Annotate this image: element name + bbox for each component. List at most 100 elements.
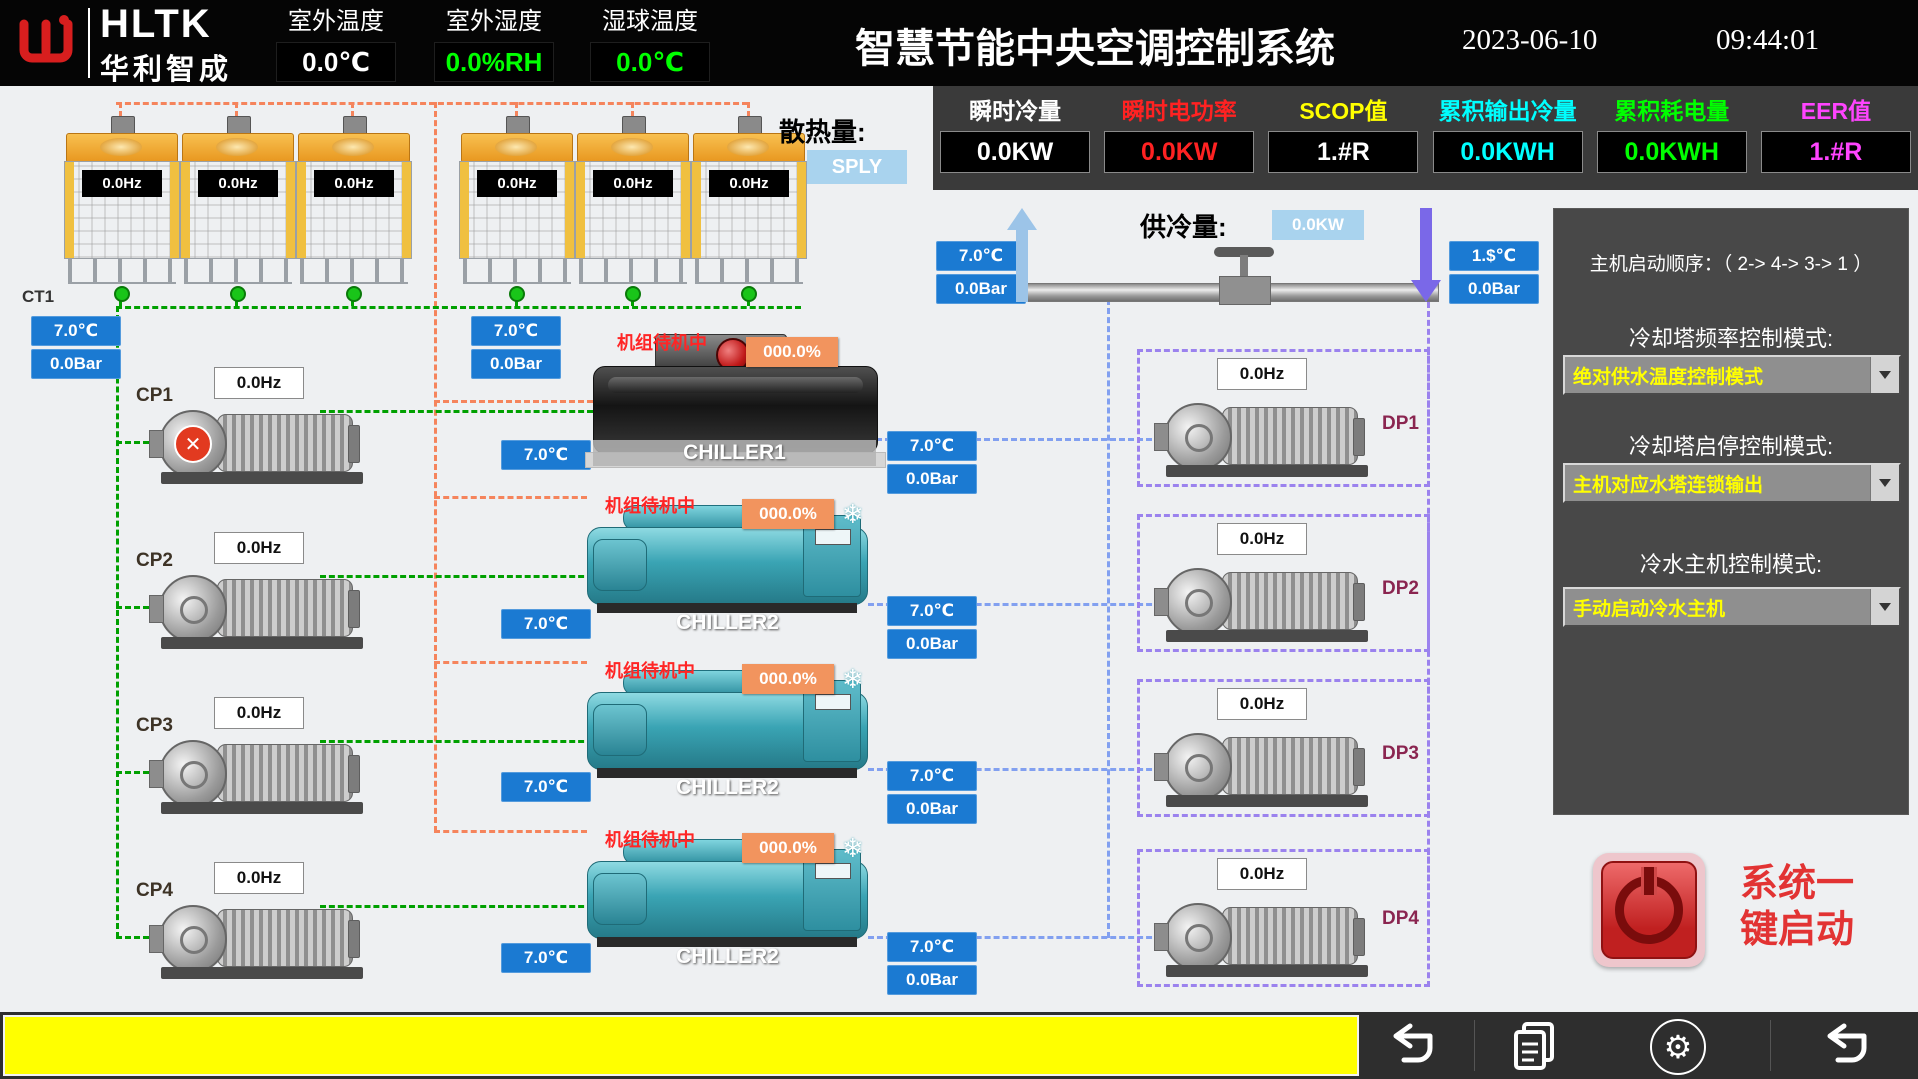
chiller-3[interactable]: CHILLER2	[587, 670, 868, 820]
chiller-outlet-pressure: 0.0Bar	[887, 629, 977, 659]
stat-label: 累积输出冷量	[1438, 98, 1577, 124]
tower-legs	[463, 258, 571, 284]
system-start-button[interactable]	[1593, 853, 1705, 967]
chilled-pump-dp4[interactable]	[1154, 891, 1374, 979]
tower-legs	[300, 258, 408, 284]
return-button[interactable]	[1812, 1022, 1870, 1071]
stat-label: 累积耗电量	[1614, 98, 1730, 124]
tower-frequency-mode-select[interactable]: 绝对供水温度控制模式	[1563, 355, 1901, 395]
tower-body: 0.0Hz	[180, 161, 296, 259]
chiller-outlet-pressure: 0.0Bar	[887, 464, 977, 494]
stat-total-energy: 累积耗电量 0.0KWH	[1590, 86, 1754, 190]
chw-return-pressure: 0.0Bar	[1449, 274, 1539, 304]
chiller-1[interactable]	[593, 366, 878, 454]
valve-body[interactable]	[1219, 276, 1271, 305]
pressure-sensor: 0.0Bar	[471, 349, 561, 379]
pump-label: DP1	[1382, 413, 1419, 434]
cooling-pump-cp1[interactable]: ✕	[149, 398, 369, 486]
tower-body: 0.0Hz	[459, 161, 575, 259]
chiller-status: 机组待机中	[605, 661, 695, 681]
pipe-pump-suction	[116, 606, 176, 609]
kpi-stats-bar: 瞬时冷量 0.0KW 瞬时电功率 0.0KW SCOP值 1.#R 累积输出冷量…	[933, 86, 1918, 190]
chilled-pump-dp1[interactable]	[1154, 391, 1374, 479]
dropdown-arrow-icon[interactable]	[1870, 465, 1899, 501]
cooling-pump-cp3[interactable]	[149, 728, 369, 816]
cooling-tower-1[interactable]: 0.0Hz	[64, 116, 180, 306]
pressure-sensor: 0.0Bar	[31, 349, 121, 379]
settings-button[interactable]: ⚙	[1650, 1019, 1706, 1075]
pump-label: CP2	[136, 550, 173, 571]
pump-volute	[1154, 733, 1232, 801]
cooling-pump-cp4[interactable]	[149, 893, 369, 981]
pipe-chilled-branch	[868, 936, 1170, 939]
outdoor-temp-label: 室外温度	[288, 8, 384, 35]
pump-base	[161, 637, 363, 649]
tower-frequency: 0.0Hz	[314, 170, 394, 197]
sply-button[interactable]: SPLY	[807, 150, 907, 184]
tower-startstop-mode-select[interactable]: 主机对应水塔连锁输出	[1563, 463, 1901, 503]
cooling-tower-5[interactable]: 0.0Hz	[575, 116, 691, 306]
pump-base	[161, 472, 363, 484]
chiller-2[interactable]: CHILLER2	[587, 505, 868, 655]
valve-indicator-icon	[346, 286, 362, 302]
chilled-pump-dp2[interactable]	[1154, 556, 1374, 644]
chiller-motor	[593, 704, 647, 756]
chiller-load: 000.0%	[746, 337, 838, 367]
chiller-display-screen	[815, 529, 851, 545]
cooling-tower-6[interactable]: 0.0Hz	[691, 116, 807, 306]
pump-base	[161, 967, 363, 979]
valve-indicator-icon	[114, 286, 130, 302]
back-button[interactable]	[1378, 1022, 1436, 1071]
pump-volute	[149, 905, 227, 973]
brand-name: HLTK	[100, 2, 212, 46]
outdoor-humidity-group: 室外湿度 0.0%RH	[424, 5, 564, 82]
pump-frequency: 0.0Hz	[214, 367, 304, 399]
tower-frequency: 0.0Hz	[593, 170, 673, 197]
stat-value: 0.0KW	[940, 131, 1091, 173]
chiller-outlet-pressure: 0.0Bar	[887, 965, 977, 995]
dropdown-arrow-icon[interactable]	[1870, 589, 1899, 625]
chiller-inlet-temp: 7.0℃	[501, 772, 591, 802]
header-bar: HLTK 华利智成 室外温度 0.0℃ 室外湿度 0.0%RH 湿球温度 0.0…	[0, 0, 1918, 86]
temp-sensor: 7.0℃	[31, 316, 121, 346]
system-start-line2: 键启动	[1740, 908, 1855, 951]
toolbar-divider	[1770, 1020, 1771, 1071]
tower-body: 0.0Hz	[691, 161, 807, 259]
valve-stem	[1240, 255, 1248, 279]
valve-indicator-icon	[230, 286, 246, 302]
pipe-chilled-return-loop	[1137, 514, 1430, 652]
pipe-chilled-return-loop	[1137, 679, 1430, 817]
chilled-pump-dp3[interactable]	[1154, 721, 1374, 809]
brand-logo-icon	[19, 15, 73, 63]
pipe-chilled-branch	[876, 438, 1170, 441]
pump-frequency: 0.0Hz	[1217, 523, 1307, 555]
pump-label: CP1	[136, 385, 173, 406]
chiller-status: 机组待机中	[605, 496, 695, 516]
chiller-load: 000.0%	[742, 499, 834, 529]
pump-motor	[217, 744, 360, 802]
fan-deck	[461, 133, 573, 163]
cooling-pump-cp2[interactable]	[149, 563, 369, 651]
stat-value: 0.0KWH	[1432, 131, 1583, 173]
chiller-load: 000.0%	[742, 664, 834, 694]
tower-body: 0.0Hz	[64, 161, 180, 259]
pump-base	[1166, 795, 1368, 807]
chw-return-temp: 1.$℃	[1449, 241, 1539, 271]
cooling-tower-4[interactable]: 0.0Hz	[459, 116, 575, 306]
pipe-cooling-riser	[116, 306, 119, 938]
outdoor-temp-group: 室外温度 0.0℃	[270, 5, 402, 82]
heat-dissipation-label: 散热量:	[779, 117, 866, 147]
pump-base	[1166, 630, 1368, 642]
cooling-tower-2[interactable]: 0.0Hz	[180, 116, 296, 306]
chiller-display-screen	[815, 694, 851, 710]
dropdown-arrow-icon[interactable]	[1870, 357, 1899, 393]
pipe-chilled-branch	[868, 603, 1170, 606]
pump-label: DP4	[1382, 908, 1419, 929]
tower-group-label: CT1	[22, 287, 55, 306]
date-display: 2023-06-10	[1462, 24, 1598, 56]
report-button[interactable]	[1508, 1020, 1562, 1073]
cooling-tower-3[interactable]: 0.0Hz	[296, 116, 412, 306]
chiller-control-mode-select[interactable]: 手动启动冷水主机	[1563, 587, 1901, 627]
supply-cooling-value: 0.0KW	[1272, 210, 1364, 240]
stat-label: 瞬时电功率	[1121, 98, 1237, 124]
